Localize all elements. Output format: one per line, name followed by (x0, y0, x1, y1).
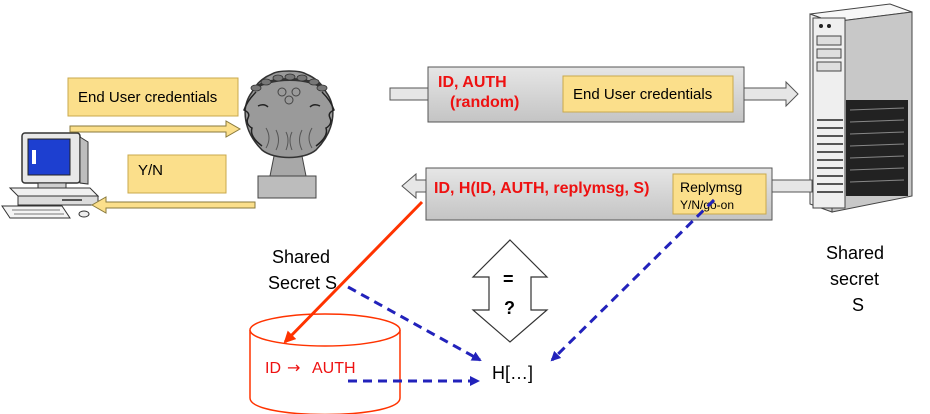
reply-hash-expression: ID, H(ID, AUTH, replymsg, S) (434, 180, 649, 197)
client-credentials-label: End User credentials (78, 89, 217, 106)
client-to-proxy-arrow (69, 120, 242, 138)
compare-equals: = (503, 269, 514, 289)
request-credentials-box (562, 75, 734, 113)
client-response-box (127, 154, 227, 194)
db-arrow-glyph: → (287, 358, 300, 377)
client-response-label: Y/N (138, 162, 163, 179)
replymsg-box (672, 173, 767, 215)
replymsg-label: Replymsg (680, 179, 742, 195)
request-id-auth: ID, AUTH (438, 74, 507, 91)
server-shared-secret-line3: S (852, 295, 864, 315)
compare-question: ? (504, 298, 515, 318)
tower-server-icon (809, 3, 913, 213)
request-random: (random) (450, 94, 519, 111)
db-id-label: ID (265, 360, 281, 377)
reply-to-database-arrow (283, 200, 424, 344)
server-shared-secret-line2: secret (830, 269, 879, 289)
request-credentials-label: End User credentials (573, 86, 712, 103)
proxy-to-client-arrow (90, 196, 256, 214)
hash-result-label: H[…] (492, 363, 533, 383)
janus-head-icon (243, 70, 335, 199)
compare-double-arrow-icon (471, 239, 549, 343)
secret-to-hash-dashed-arrow (347, 285, 482, 362)
db-auth-label: AUTH (312, 360, 356, 377)
replymsg-to-hash-dashed-arrow (550, 198, 716, 362)
proxy-shared-secret-line2: Secret S (268, 273, 337, 293)
client-credentials-box (67, 77, 239, 117)
desktop-computer-icon (1, 132, 100, 219)
server-shared-secret-line1: Shared (826, 243, 884, 263)
proxy-shared-secret-line1: Shared (272, 247, 330, 267)
